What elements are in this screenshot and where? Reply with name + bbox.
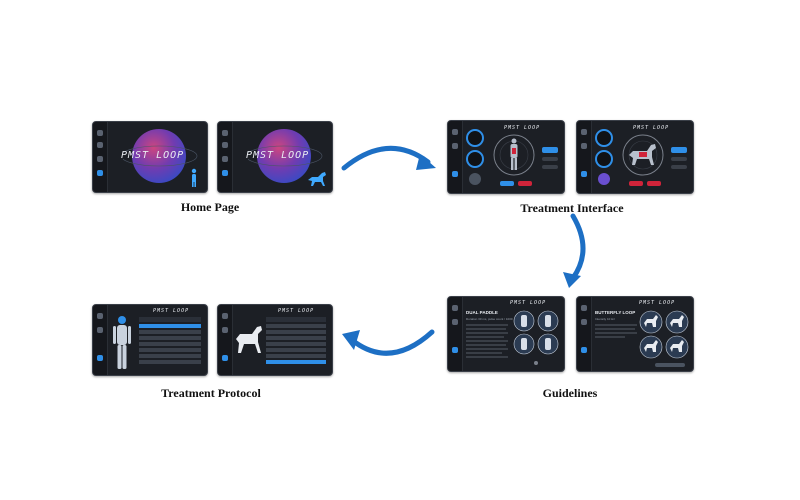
protocol-table [266,317,326,364]
option-button[interactable] [671,157,687,161]
horse-target-map [622,134,664,176]
caption-treatment-interface: Treatment Interface [520,201,624,215]
protocol-table [139,317,201,364]
guideline-subtitle: Intensity 10 Hz [595,317,615,321]
start-button[interactable] [500,181,514,186]
sidebar [218,122,233,192]
planet-graphic [248,129,323,183]
option-button[interactable] [671,165,687,169]
app-logo: PMST LOOP [639,300,676,306]
sidebar [448,297,463,371]
intensity-dials [595,129,613,185]
guideline-text-lines [595,324,637,338]
app-logo: PMST LOOP [510,300,547,306]
horse-placement-thumbnails [639,310,689,359]
app-logo: PMST LOOP [246,150,310,161]
sidebar [93,122,108,192]
caption-guidelines: Guidelines [542,386,598,400]
mode-button[interactable] [671,147,687,153]
app-logo: PMST LOOP [504,125,541,131]
planet-graphic [123,129,198,183]
guideline-screen-dual-paddle: PMST LOOP DUAL PADDLE Duration 30 ms, pu… [447,296,565,372]
app-logo: PMST LOOP [153,308,190,314]
guideline-screen-butterfly-loop: PMST LOOP BUTTERFLY LOOP Intensity 10 Hz [576,296,694,372]
option-button[interactable] [542,157,558,161]
intensity-dials [466,129,484,185]
sidebar [218,305,233,375]
protocol-screen-horse: PMST LOOP [217,304,333,376]
start-button[interactable] [629,181,643,186]
sidebar [577,121,592,193]
treatment-screen-horse: PMST LOOP [576,120,694,194]
guideline-title: BUTTERFLY LOOP [595,310,636,315]
arrow-home-to-interface [341,146,436,171]
stop-button[interactable] [518,181,532,186]
next-button[interactable] [655,363,685,367]
sidebar [93,305,108,375]
guideline-title: DUAL PADDLE [466,310,498,315]
app-logo: PMST LOOP [121,150,185,161]
horse-icon [308,172,326,186]
option-button[interactable] [542,165,558,169]
arrow-interface-to-guidelines [563,213,586,288]
protocol-screen-human: PMST LOOP [92,304,208,376]
guideline-subtitle: Duration 30 ms, pulse count / 1000 [466,317,513,321]
home-screen-human: PMST LOOP [92,121,208,193]
arrow-guidelines-to-protocol [342,329,435,356]
app-logo: PMST LOOP [278,308,315,314]
sidebar [577,297,592,371]
placement-thumbnails [513,310,559,365]
treatment-screen-human: PMST LOOP [447,120,565,194]
human-body-map [113,316,131,369]
caption-treatment-protocol: Treatment Protocol [161,386,261,400]
horse-body-map [236,326,262,353]
stop-button[interactable] [647,181,661,186]
body-target-map [493,134,535,176]
app-logo: PMST LOOP [633,125,670,131]
human-figure-icon [191,168,197,187]
mode-button[interactable] [542,147,558,153]
home-screen-horse: PMST LOOP [217,121,333,193]
caption-home-page: Home Page [180,200,240,214]
sidebar [448,121,463,193]
guideline-text-lines [466,324,508,358]
